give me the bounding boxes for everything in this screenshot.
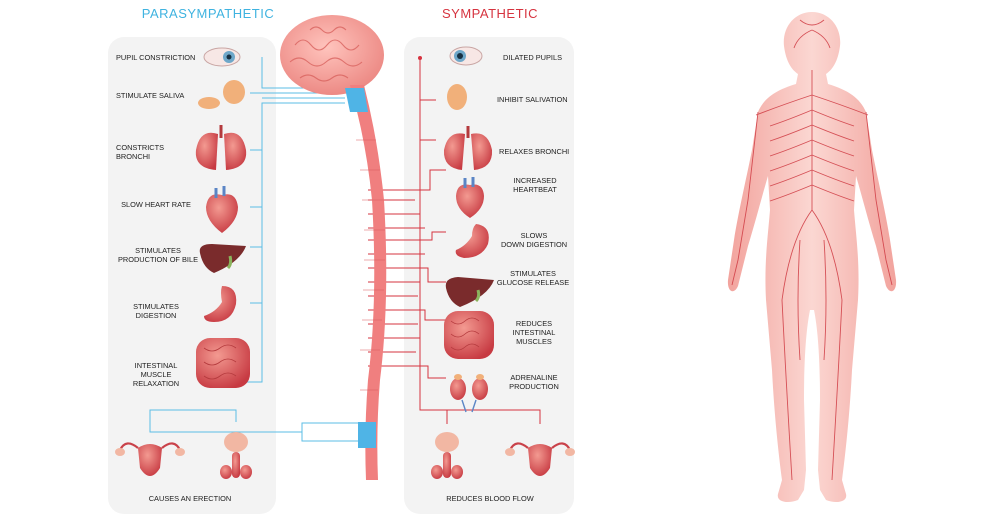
para-label-erection: CAUSES AN ERECTION [130,494,250,503]
symp-label-increased-heartbeat: INCREASED HEARTBEAT [497,176,573,194]
symp-label-reduces-intestinal-muscles: REDUCES INTESTINAL MUSCLES [495,319,573,346]
para-label-pupil-constriction: PUPIL CONSTRICTION [116,53,196,62]
uterus-icon-right [505,443,575,476]
para-label-constricts-bronchi: CONSTRICTS BRONCHI [116,143,196,161]
male-reproductive-icon-left [220,432,252,479]
para-label-bile: STIMULATES PRODUCTION OF BILE [112,246,204,264]
lungs-icon-left [196,125,246,170]
symp-label-adrenaline-production: ADRENALINE PRODUCTION [495,373,573,391]
salivary-gland-icon-left [198,80,245,109]
symp-label-dilated-pupils: DILATED PUPILS [503,53,573,62]
spinal-cord-icon [345,85,386,480]
male-reproductive-icon-right [431,432,463,479]
uterus-icon-left [115,443,185,476]
kidney-icon-right [450,374,488,412]
para-label-slow-heart-rate: SLOW HEART RATE [116,200,196,209]
para-label-digestion: STIMULATES DIGESTION [116,302,196,320]
lungs-icon-right [444,126,492,170]
stomach-icon-left [204,286,236,322]
liver-icon-left [200,244,246,273]
human-body-nervous-system-icon [728,12,896,502]
salivary-gland-icon-right [447,84,467,110]
eye-icon-left [204,48,240,66]
eye-icon-right [450,47,482,65]
liver-icon-right [446,277,494,307]
symp-label-relaxes-bronchi: RELAXES BRONCHI [499,147,573,156]
intestine-icon-right [444,311,494,359]
symp-label-reduces-blood-flow: REDUCES BLOOD FLOW [430,494,550,503]
sympathetic-arrowheads [418,56,422,60]
para-label-stimulate-saliva: STIMULATE SALIVA [116,91,196,100]
brain-icon [280,15,384,95]
symp-label-slows-digestion: SLOWS DOWN DIGESTION [495,231,573,249]
stomach-icon-right [456,224,489,258]
heart-icon-left [206,186,238,233]
symp-label-inhibit-salivation: INHIBIT SALIVATION [497,95,573,104]
intestine-icon-left [196,338,250,388]
heart-icon-right [456,177,484,218]
symp-label-glucose-release: STIMULATES GLUCOSE RELEASE [493,269,573,287]
para-label-intestinal-relaxation: INTESTINAL MUSCLE RELAXATION [116,361,196,388]
